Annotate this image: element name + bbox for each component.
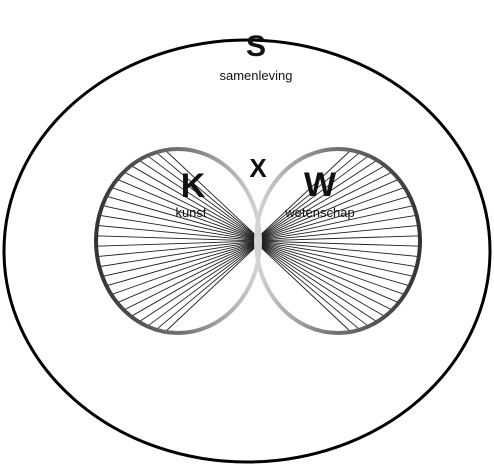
society-ellipse bbox=[2, 38, 492, 464]
spoke-line bbox=[256, 165, 386, 242]
spoke-line bbox=[106, 240, 260, 287]
art-spokes bbox=[96, 149, 260, 333]
spoke-line bbox=[147, 240, 260, 327]
intersection-letter: X bbox=[249, 153, 267, 183]
spoke-line bbox=[256, 240, 378, 323]
spoke-line bbox=[138, 159, 260, 242]
spoke-line bbox=[123, 171, 260, 242]
spoke-line bbox=[130, 240, 260, 317]
spoke-line bbox=[164, 149, 260, 242]
spoke-line bbox=[155, 240, 260, 331]
spoke-line bbox=[256, 240, 369, 327]
spoke-line bbox=[256, 159, 378, 242]
spoke-line bbox=[123, 240, 260, 311]
spoke-line bbox=[256, 240, 420, 247]
spoke-line bbox=[256, 240, 417, 268]
spoke-line bbox=[138, 240, 260, 323]
spoke-line bbox=[256, 195, 410, 242]
science-spokes bbox=[256, 149, 420, 333]
spoke-line bbox=[97, 240, 260, 257]
spoke-line bbox=[256, 155, 369, 242]
spoke-line bbox=[106, 195, 260, 242]
spoke-line bbox=[99, 240, 260, 268]
spoke-line bbox=[97, 225, 260, 242]
spoke-line bbox=[164, 240, 260, 333]
spoke-line bbox=[256, 240, 352, 333]
spoke-line bbox=[96, 235, 260, 242]
spoke-line bbox=[256, 240, 386, 317]
spoke-line bbox=[96, 240, 260, 247]
spoke-line bbox=[256, 225, 419, 242]
spoke-line bbox=[256, 240, 410, 287]
spoke-line bbox=[102, 205, 260, 242]
spoke-line bbox=[117, 240, 260, 304]
spoke-line bbox=[256, 171, 393, 242]
spoke-line bbox=[256, 149, 352, 242]
spoke-line bbox=[256, 240, 414, 277]
art-label: kunst bbox=[175, 205, 206, 220]
science-label: wetenschap bbox=[284, 205, 354, 220]
spoke-line bbox=[256, 205, 414, 242]
spoke-line bbox=[102, 240, 260, 277]
spoke-line bbox=[256, 240, 399, 304]
spoke-line bbox=[256, 214, 417, 242]
spoke-line bbox=[111, 240, 260, 296]
spoke-line bbox=[256, 178, 399, 242]
spoke-line bbox=[111, 186, 260, 242]
art-ellipse bbox=[94, 147, 262, 335]
spoke-line bbox=[147, 155, 260, 242]
spoke-line bbox=[256, 240, 393, 311]
science-ellipse bbox=[254, 147, 422, 335]
science-letter: W bbox=[304, 166, 337, 204]
spoke-line bbox=[256, 240, 361, 331]
art-letter: K bbox=[181, 167, 206, 205]
spoke-line bbox=[117, 178, 260, 242]
spoke-line bbox=[256, 240, 419, 257]
society-letter: S bbox=[246, 30, 266, 63]
society-label: samenleving bbox=[220, 68, 293, 83]
spoke-line bbox=[130, 165, 260, 242]
spoke-line bbox=[99, 214, 260, 242]
spoke-line bbox=[256, 151, 361, 242]
spoke-line bbox=[256, 186, 405, 242]
spoke-line bbox=[155, 151, 260, 242]
spoke-line bbox=[256, 240, 405, 296]
spoke-line bbox=[256, 235, 420, 242]
